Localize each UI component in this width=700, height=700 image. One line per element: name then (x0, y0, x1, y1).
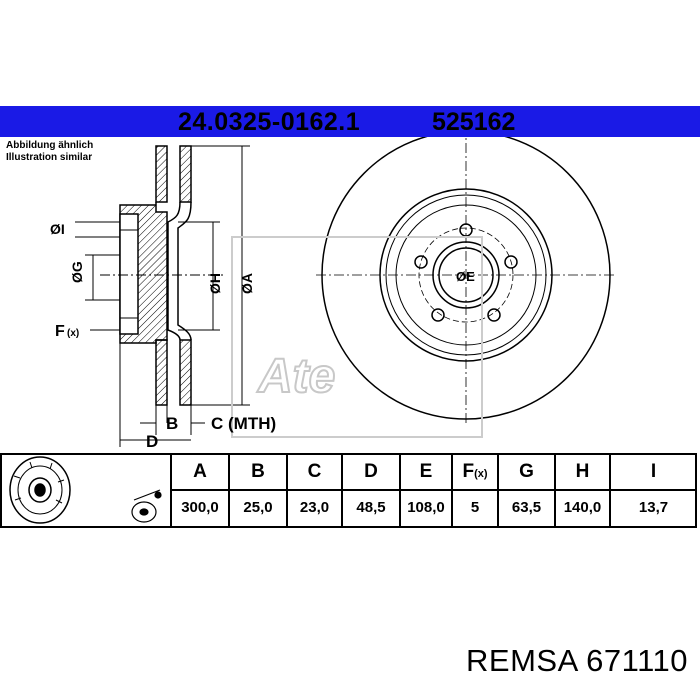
value-a: 300,0 (181, 499, 219, 516)
header-b: B (251, 461, 265, 482)
label-c: C (MTH) (211, 414, 276, 433)
header-d: D (364, 461, 378, 482)
value-d: 48,5 (356, 499, 386, 516)
header-c: C (307, 461, 322, 482)
label-f: F (55, 323, 65, 340)
value-c: 23,0 (299, 499, 330, 516)
header-a: A (193, 461, 207, 482)
part-number: 24.0325-0162.1 (178, 108, 361, 136)
dimension-lines (75, 145, 250, 447)
value-h: 140,0 (563, 499, 602, 516)
front-view (231, 137, 616, 438)
value-i: 13,7 (638, 499, 669, 516)
reference-number: 525162 (432, 108, 516, 136)
note-line-de: Abbildung ähnlich (6, 140, 94, 151)
value-g: 63,5 (511, 499, 542, 516)
brake-disc-drawing: ØI ØG ØH ØA ØE F (x) B C (MTH) D Ate (50, 137, 616, 451)
label-dia-e: ØE (456, 269, 475, 284)
header-bar: 24.0325-0162.1 525162 (0, 106, 700, 137)
value-f: 5 (470, 499, 480, 516)
header-f: F(x) (452, 457, 498, 487)
header-f-sub: (x) (474, 468, 488, 480)
header-f-letter: F (462, 461, 475, 482)
header-e: E (419, 461, 433, 482)
header-g: G (519, 461, 534, 482)
note-line-en: Illustration similar (6, 152, 93, 163)
header-h: H (575, 461, 590, 482)
label-f-sub: (x) (67, 328, 79, 339)
label-d: D (146, 432, 158, 451)
label-b: B (166, 414, 178, 433)
label-dia-g: ØG (69, 261, 85, 283)
cross-section (100, 145, 225, 406)
header-i: I (650, 461, 657, 482)
watermark-logo: Ate (257, 350, 335, 403)
value-e: 108,0 (407, 499, 445, 516)
disc-thumbnail-icon (9, 456, 71, 524)
label-dia-a: ØA (239, 273, 255, 294)
tightening-icon (131, 489, 162, 523)
value-b: 25,0 (243, 499, 273, 516)
spec-table (0, 453, 697, 528)
footer-caption: REMSA 671110 (466, 643, 688, 678)
label-dia-h: ØH (207, 273, 223, 294)
label-dia-i: ØI (50, 221, 65, 237)
